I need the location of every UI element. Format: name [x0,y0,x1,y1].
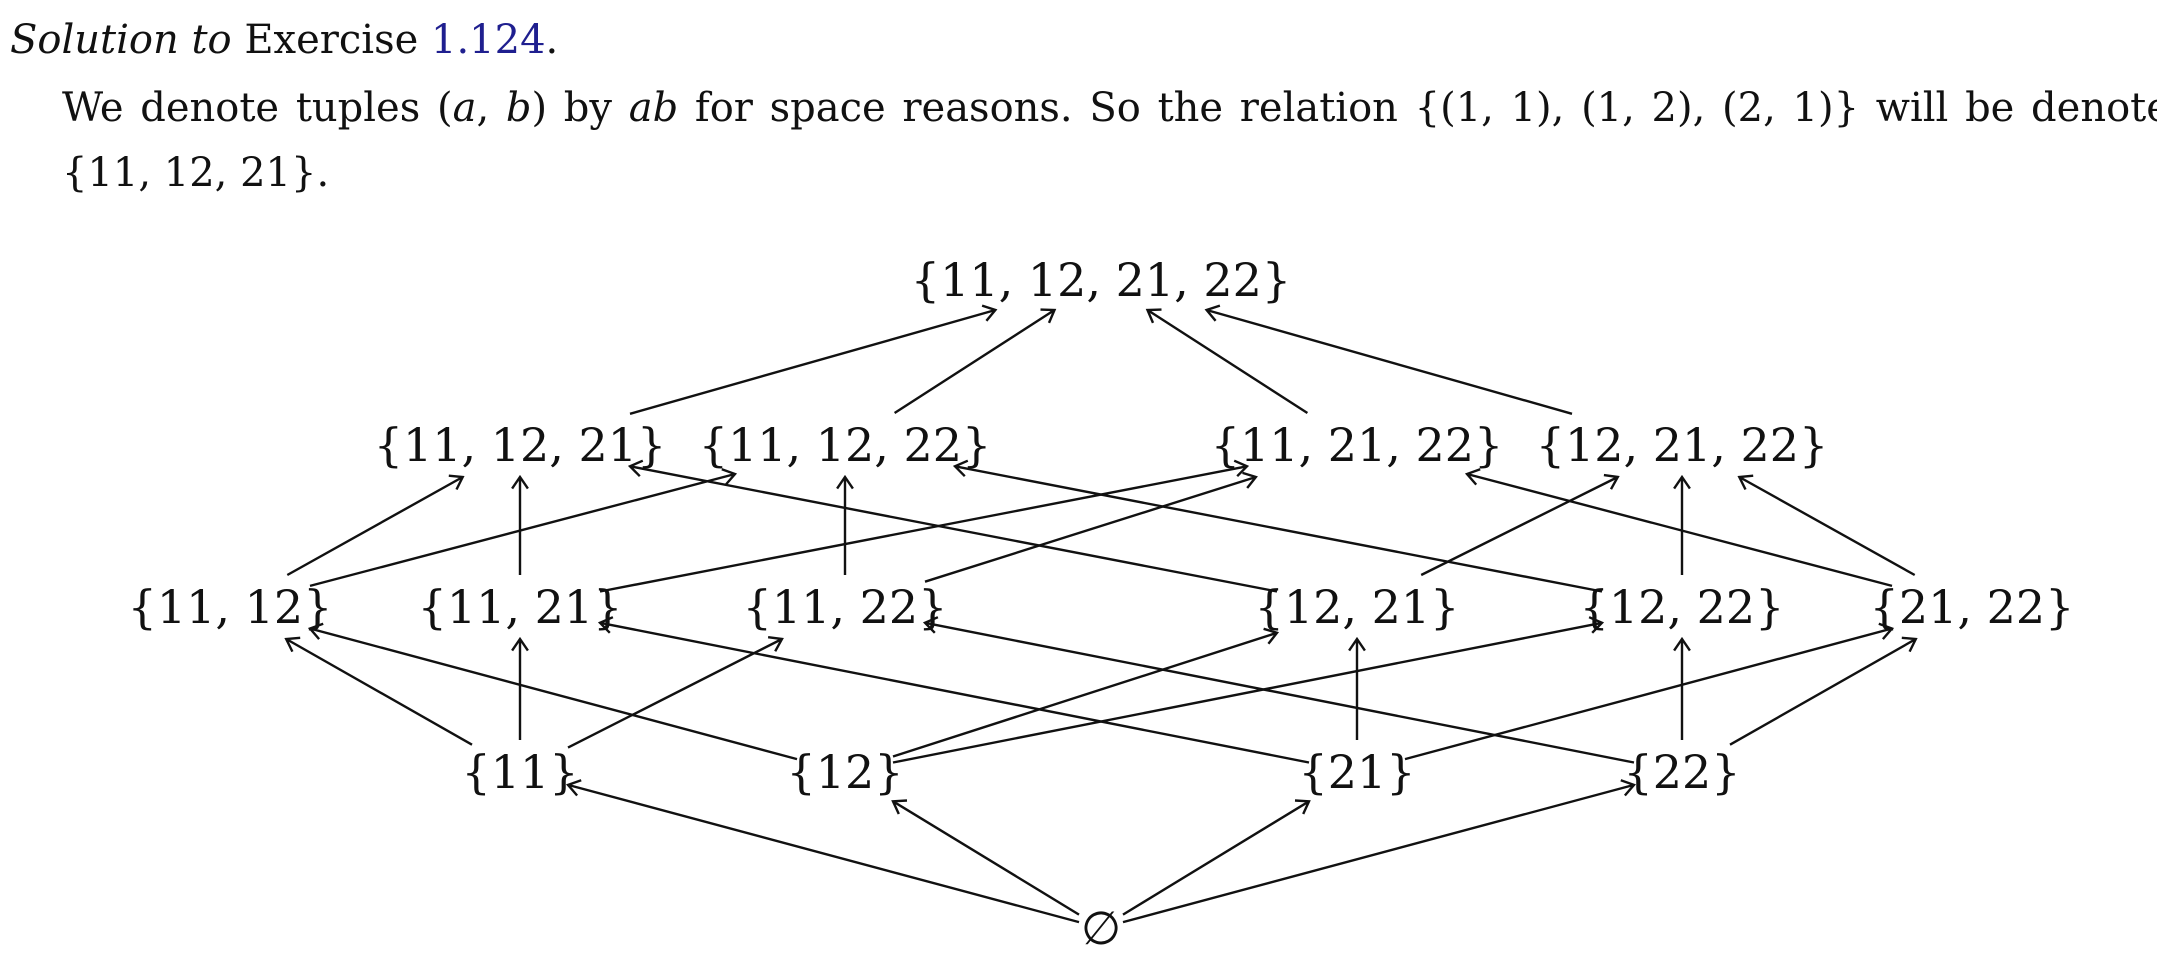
node-p2: {11, 21} [418,580,623,634]
edge-t3-to-top [1145,308,1309,415]
diagram-edges [284,304,1918,924]
exercise-ref-link[interactable]: 1.124 [431,17,546,63]
edge-s3-to-p2 [597,616,1310,764]
node-t1: {11, 12, 21} [374,418,667,472]
text-segment: ) by [531,85,629,131]
node-s3: {21} [1298,745,1415,799]
node-p5: {12, 22} [1580,580,1785,634]
edge-p4-to-t1 [627,459,1278,593]
math-var-a: a [452,85,477,131]
text-segment: for space reasons. So the relation {(1, … [678,85,2157,131]
edge-t1-to-top [629,304,998,415]
solution-heading: Solution to Exercise 1.124. [10,20,558,60]
solution-label: Solution to [10,17,232,63]
paragraph-line-2: {11, 12, 21}. [62,150,330,196]
edge-empty-to-s2 [891,799,1080,916]
exercise-word: Exercise [231,17,431,63]
edge-p1-to-t2 [309,468,738,588]
edge-s4-to-p3 [922,616,1635,764]
edge-p6-to-t4 [1737,474,1916,577]
edge-s1-to-p1 [284,636,473,746]
node-t4: {12, 21, 22} [1536,418,1829,472]
math-var-b: b [505,85,532,131]
edge-t2-to-top [893,308,1057,415]
node-t3: {11, 21, 22} [1211,418,1504,472]
edge-p3-to-t3 [924,471,1258,583]
edge-p4-to-t4 [1420,473,1620,577]
edge-s4-to-p6 [1729,636,1918,746]
node-s1: {11} [461,745,578,799]
node-p1: {11, 12} [128,580,333,634]
edge-s1-to-p2 [511,636,529,740]
edge-s4-to-p5 [1673,636,1691,740]
text-segment: We denote tuples ( [62,85,453,131]
edge-p1-to-t1 [286,474,465,577]
edge-p5-to-t4 [1673,474,1691,575]
edge-p2-to-t3 [599,459,1250,593]
edge-empty-to-s4 [1122,779,1637,924]
node-top: {11, 12, 21, 22} [911,253,1291,307]
node-empty: ∅ [1081,901,1121,955]
diagram-nodes: {11, 12, 21, 22} {11, 12, 21} {11, 12, 22}… [128,253,2075,955]
edge-s2-to-p1 [307,622,798,761]
edge-empty-to-s3 [1122,799,1311,916]
edge-t4-to-top [1204,304,1573,415]
heading-period: . [545,17,559,63]
edge-s2-to-p5 [892,616,1605,764]
edge-p3-to-t2 [836,474,854,575]
edge-s1-to-p3 [567,636,784,749]
math-var-ab: ab [628,85,679,131]
node-t2: {11, 12, 22} [699,418,992,472]
node-p6: {21, 22} [1870,580,2075,634]
edge-s2-to-p4 [892,627,1280,758]
node-s2: {12} [786,745,903,799]
edge-s3-to-p4 [1348,636,1366,740]
edge-empty-to-s1 [565,779,1080,924]
edge-p6-to-t3 [1464,468,1893,588]
node-s4: {22} [1623,745,1740,799]
edge-s3-to-p6 [1404,622,1895,761]
node-p4: {12, 21} [1255,580,1460,634]
node-p3: {11, 22} [743,580,948,634]
edge-p2-to-t1 [511,474,529,575]
edge-p5-to-t2 [952,459,1603,593]
text-comma: , [476,85,506,131]
paragraph-line-1: We denote tuples (a, b) by ab for space … [62,88,2157,128]
